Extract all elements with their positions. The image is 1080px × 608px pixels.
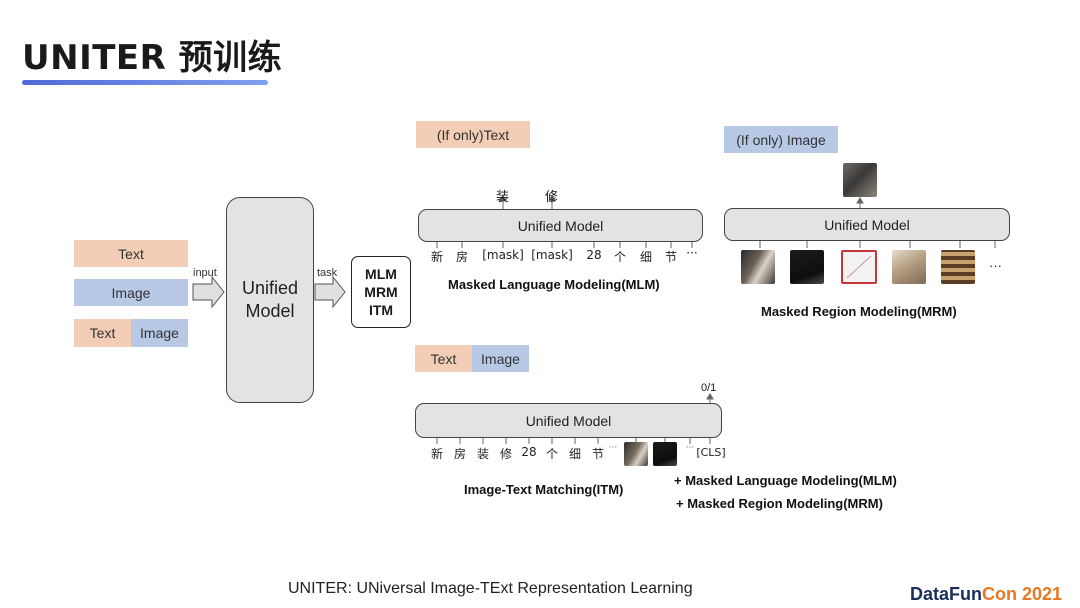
- task-itm: ITM: [368, 302, 394, 318]
- mrm-tag: (If only) Image: [724, 126, 838, 153]
- mlm-token-mask: [mask]: [482, 248, 524, 262]
- itm-region-image-1: [624, 442, 648, 466]
- itm-token: 28: [521, 445, 537, 459]
- input-label: input: [193, 267, 217, 279]
- mrm-predicted-region-image: [843, 163, 877, 197]
- itm-token: 个: [545, 447, 559, 461]
- input-pair-text-tag: Text: [74, 319, 131, 347]
- itm-region-image-2: [653, 442, 677, 466]
- mlm-token: 房: [455, 250, 469, 264]
- mlm-token-ellipsis: ···: [686, 246, 698, 260]
- mrm-unified-model: Unified Model: [724, 208, 1010, 241]
- itm-extra-mrm: + Masked Region Modeling(MRM): [676, 496, 883, 511]
- itm-extra-mlm: + Masked Language Modeling(MLM): [674, 473, 897, 488]
- datafuncon-logo: DataFunCon 2021: [910, 584, 1062, 605]
- itm-dots-1: ···: [608, 443, 618, 453]
- mlm-token: 细: [639, 250, 653, 264]
- slide-title: UNITER 预训练: [22, 38, 283, 78]
- itm-token: 节: [591, 447, 605, 461]
- itm-dots-2: ···: [685, 443, 695, 453]
- title-underline: [22, 80, 268, 85]
- unified-model-line1: Unified: [241, 278, 299, 298]
- mlm-tag: (If only)Text: [416, 121, 530, 148]
- task-arrow: [314, 275, 346, 309]
- input-image-tag: Image: [74, 279, 188, 306]
- input-arrow: [192, 275, 225, 309]
- itm-text-tag: Text: [415, 345, 472, 372]
- itm-token: 房: [453, 447, 467, 461]
- input-text-tag: Text: [74, 240, 188, 267]
- itm-token: 细: [568, 447, 582, 461]
- mrm-ellipsis: ···: [989, 258, 1002, 273]
- itm-unified-model: Unified Model: [415, 403, 722, 438]
- region-image-1: [741, 250, 775, 284]
- task-list-box: MLM MRM ITM: [351, 256, 411, 328]
- mlm-token: 个: [613, 250, 627, 264]
- logo-main: DataFun: [910, 584, 982, 604]
- itm-token: 新: [430, 447, 444, 461]
- footer-caption: UNITER: UNiversal Image-TExt Representat…: [288, 580, 693, 597]
- mlm-caption: Masked Language Modeling(MLM): [448, 277, 660, 292]
- mlm-output-2: 修: [545, 189, 559, 204]
- unified-model-line2: Model: [245, 301, 295, 321]
- mlm-token: 新: [430, 250, 444, 264]
- task-mrm: MRM: [364, 284, 398, 300]
- itm-image-tag: Image: [472, 345, 529, 372]
- task-mlm: MLM: [365, 266, 397, 282]
- masked-region-image: [841, 250, 877, 284]
- mlm-token: 28: [586, 248, 602, 262]
- itm-token: 修: [499, 447, 513, 461]
- region-image-2: [790, 250, 824, 284]
- logo-accent: Con 2021: [982, 584, 1063, 604]
- region-image-5: [941, 250, 975, 284]
- mlm-token-mask: [mask]: [531, 248, 573, 262]
- mlm-token: 节: [664, 250, 678, 264]
- mask-slash-icon: [846, 255, 872, 279]
- itm-output: 0/1: [701, 382, 717, 394]
- task-label: task: [317, 267, 338, 279]
- mlm-output-1: 装: [496, 189, 510, 204]
- input-pair-image-tag: Image: [131, 319, 188, 347]
- region-image-4: [892, 250, 926, 284]
- mlm-unified-model: Unified Model: [418, 209, 703, 242]
- itm-caption: Image-Text Matching(ITM): [464, 482, 624, 497]
- mrm-caption: Masked Region Modeling(MRM): [761, 304, 957, 319]
- itm-cls-token: [CLS]: [696, 446, 726, 459]
- itm-token: 装: [476, 447, 490, 461]
- unified-model-main: Unified Model: [226, 197, 314, 403]
